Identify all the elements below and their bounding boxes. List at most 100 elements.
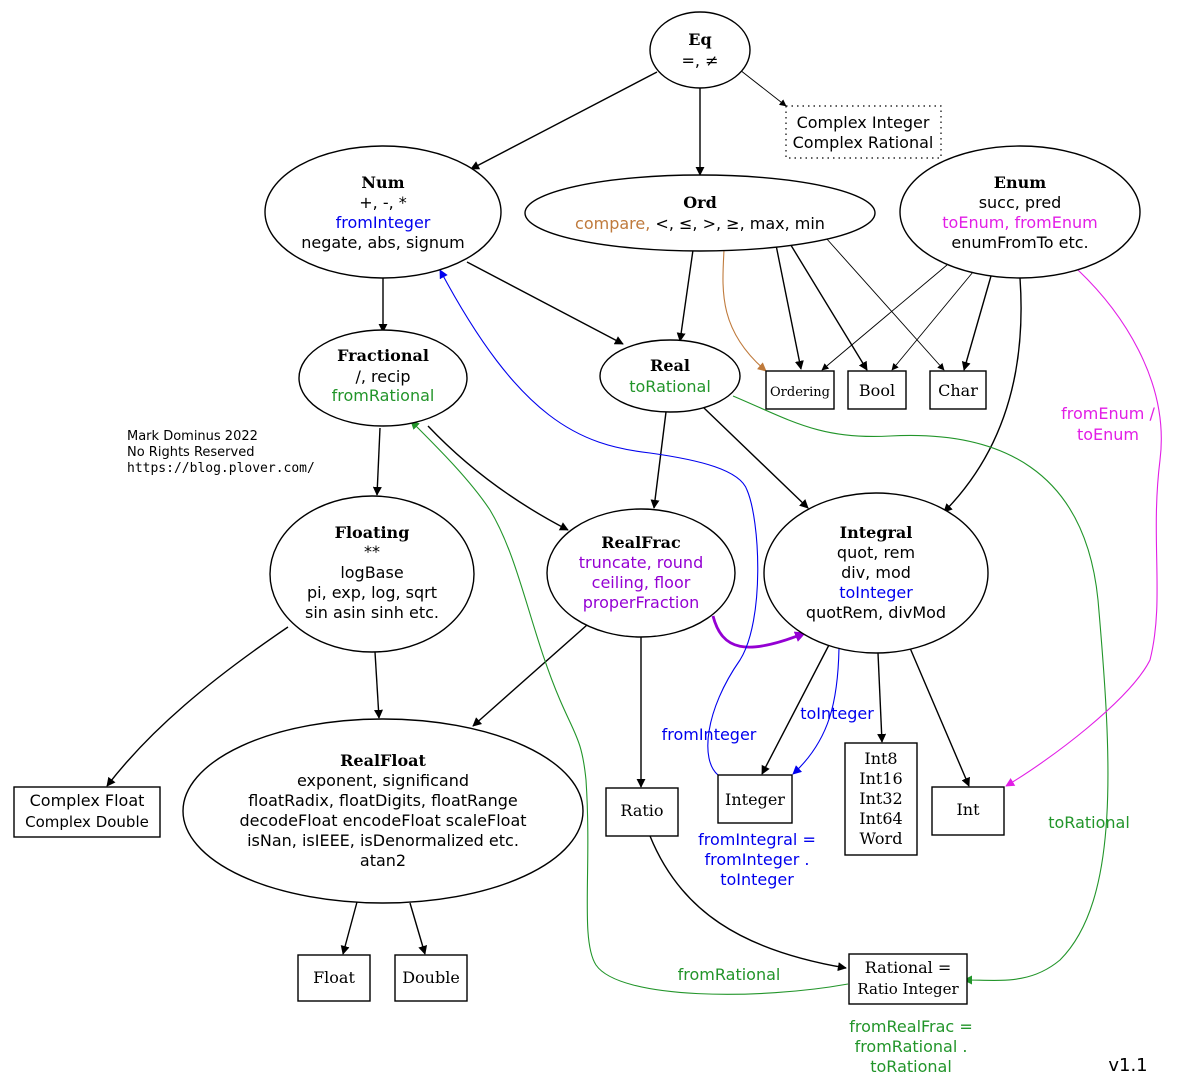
node-double-label: Double [402, 968, 460, 987]
node-char-label: Char [938, 381, 978, 400]
node-eq-shape [649, 11, 751, 89]
node-floating: Floating ** logBase pi, exp, log, sqrt s… [269, 495, 475, 653]
node-enum: Enum succ, pred toEnum, fromEnum enumFro… [899, 145, 1141, 279]
label-frominteger: fromInteger [662, 725, 757, 744]
label-torational: toRational [1048, 813, 1130, 832]
edge-enum-ordering [821, 264, 948, 371]
node-num: Num +, -, * fromInteger negate, abs, sig… [264, 145, 502, 279]
edge-integer-num-frominteger [439, 269, 759, 776]
edge-eq-complex [739, 69, 787, 107]
node-realfloat-isnan: isNan, isIEEE, isDenormalized etc. [247, 831, 519, 850]
node-float-label: Float [313, 968, 355, 987]
label-fromenum-toenum-2: toEnum [1077, 425, 1139, 444]
edge-ord-bool [788, 241, 868, 371]
node-floating-logbase: logBase [340, 563, 403, 582]
node-bool: Bool [847, 370, 907, 410]
node-ord-shape [524, 174, 876, 252]
node-double: Double [394, 954, 468, 1002]
node-integer-label: Integer [725, 790, 785, 809]
node-realfloat-exponent: exponent, significand [297, 771, 469, 790]
node-rational: Rational = Ratio Integer [848, 953, 968, 1005]
node-rational-line1: Rational = [865, 958, 952, 977]
node-int32-label: Int32 [859, 789, 902, 808]
node-complex-integer-label: Complex Integer [797, 113, 930, 132]
credit-author: Mark Dominus 2022 [127, 429, 258, 444]
node-real-title: Real [650, 356, 690, 375]
edge-integral-integer [761, 642, 831, 775]
credit-url: https://blog.plover.com/ [127, 461, 315, 476]
edge-fractional-floating [372, 427, 382, 496]
edge-integral-integer-tointeger [792, 647, 840, 775]
node-floating-shape [269, 495, 475, 653]
node-eq-title: Eq [688, 30, 711, 49]
node-fractional-fromrational: fromRational [332, 386, 435, 405]
node-float: Float [297, 954, 371, 1002]
node-int-label: Int [956, 800, 980, 819]
edge-realfloat-double [409, 902, 428, 955]
edge-enum-bool [891, 271, 974, 371]
edge-ord-ordering-compare [722, 249, 767, 372]
node-word-label: Word [860, 829, 903, 848]
node-ord-title: Ord [683, 193, 717, 212]
node-floating-trig: sin asin sinh etc. [305, 603, 439, 622]
node-realfloat-shape [182, 718, 584, 904]
node-ordering-label: Ordering [770, 385, 830, 400]
edge-enum-int-fromenum-toenum [1005, 261, 1162, 787]
edge-floating-complex-float [106, 626, 289, 787]
edge-num-real [466, 261, 624, 345]
credit-rights: No Rights Reserved [127, 445, 254, 460]
node-realfloat-title: RealFloat [340, 751, 426, 770]
label-fromintegral-2: fromInteger . [705, 850, 810, 869]
node-char-box [929, 370, 987, 410]
label-fromintegral-1: fromIntegral = [698, 830, 816, 849]
node-real: Real toRational [599, 339, 741, 413]
node-integral-shape [763, 492, 989, 654]
node-int64-label: Int64 [859, 809, 902, 828]
node-fractional-title: Fractional [337, 346, 429, 365]
edge-realfloat-float [340, 901, 358, 955]
version-label: v1.1 [1108, 1055, 1147, 1076]
node-integral-quot-rem: quot, rem [837, 543, 915, 562]
node-bool-box [847, 370, 907, 410]
node-enum-succ-pred: succ, pred [979, 193, 1062, 212]
node-ord: Ord compare, <, ≤, >, ≥, max, min [524, 174, 876, 252]
node-realfrac-properfraction: properFraction [583, 593, 700, 612]
node-realfloat-radix: floatRadix, floatDigits, floatRange [248, 791, 518, 810]
edge-real-integral [703, 407, 809, 509]
node-eq: Eq =, ≠ [649, 11, 751, 89]
edge-floating-realfloat [374, 651, 384, 719]
node-num-shape [264, 145, 502, 279]
node-complex-integer-rational-box [785, 105, 942, 159]
node-fractional: Fractional /, recip fromRational [298, 329, 468, 427]
label-fromenum-toenum-1: fromEnum / [1061, 404, 1155, 423]
node-intn-word: Int8 Int16 Int32 Int64 Word [844, 742, 918, 856]
node-real-torational: toRational [629, 377, 711, 396]
node-ordering: Ordering [765, 370, 835, 410]
edge-integral-int [909, 647, 970, 787]
node-realfloat-decode: decodeFloat encodeFloat scaleFloat [239, 811, 526, 830]
node-enum-toenum-fromenum: toEnum, fromEnum [942, 213, 1097, 232]
node-integral-tointeger: toInteger [839, 583, 913, 602]
node-enum-title: Enum [994, 173, 1046, 192]
node-num-operators: +, -, * [359, 193, 407, 212]
edge-rational-fractional-fromrational [410, 420, 849, 995]
node-int: Int [931, 786, 1005, 836]
node-float-box [297, 954, 371, 1002]
node-complex-double-label: Complex Double [25, 813, 149, 831]
node-int16-label: Int16 [859, 769, 902, 788]
node-bool-label: Bool [859, 381, 895, 400]
node-complex-float-label: Complex Float [30, 791, 145, 810]
node-eq-methods: =, ≠ [682, 51, 719, 70]
node-floating-title: Floating [335, 523, 410, 542]
node-enum-shape [899, 145, 1141, 279]
node-complex-float-double-box [13, 786, 161, 838]
node-enum-enumfromto: enumFromTo etc. [951, 233, 1088, 252]
label-fromrealfrac-3: toRational [870, 1057, 952, 1076]
node-realfloat-atan2: atan2 [360, 851, 406, 870]
node-floating-power: ** [364, 542, 380, 561]
node-int-box [931, 786, 1005, 836]
node-integral-quotrem-divmod: quotRem, divMod [806, 603, 946, 622]
edge-real-rational-torational [732, 395, 1109, 985]
edge-ord-char [825, 237, 945, 371]
